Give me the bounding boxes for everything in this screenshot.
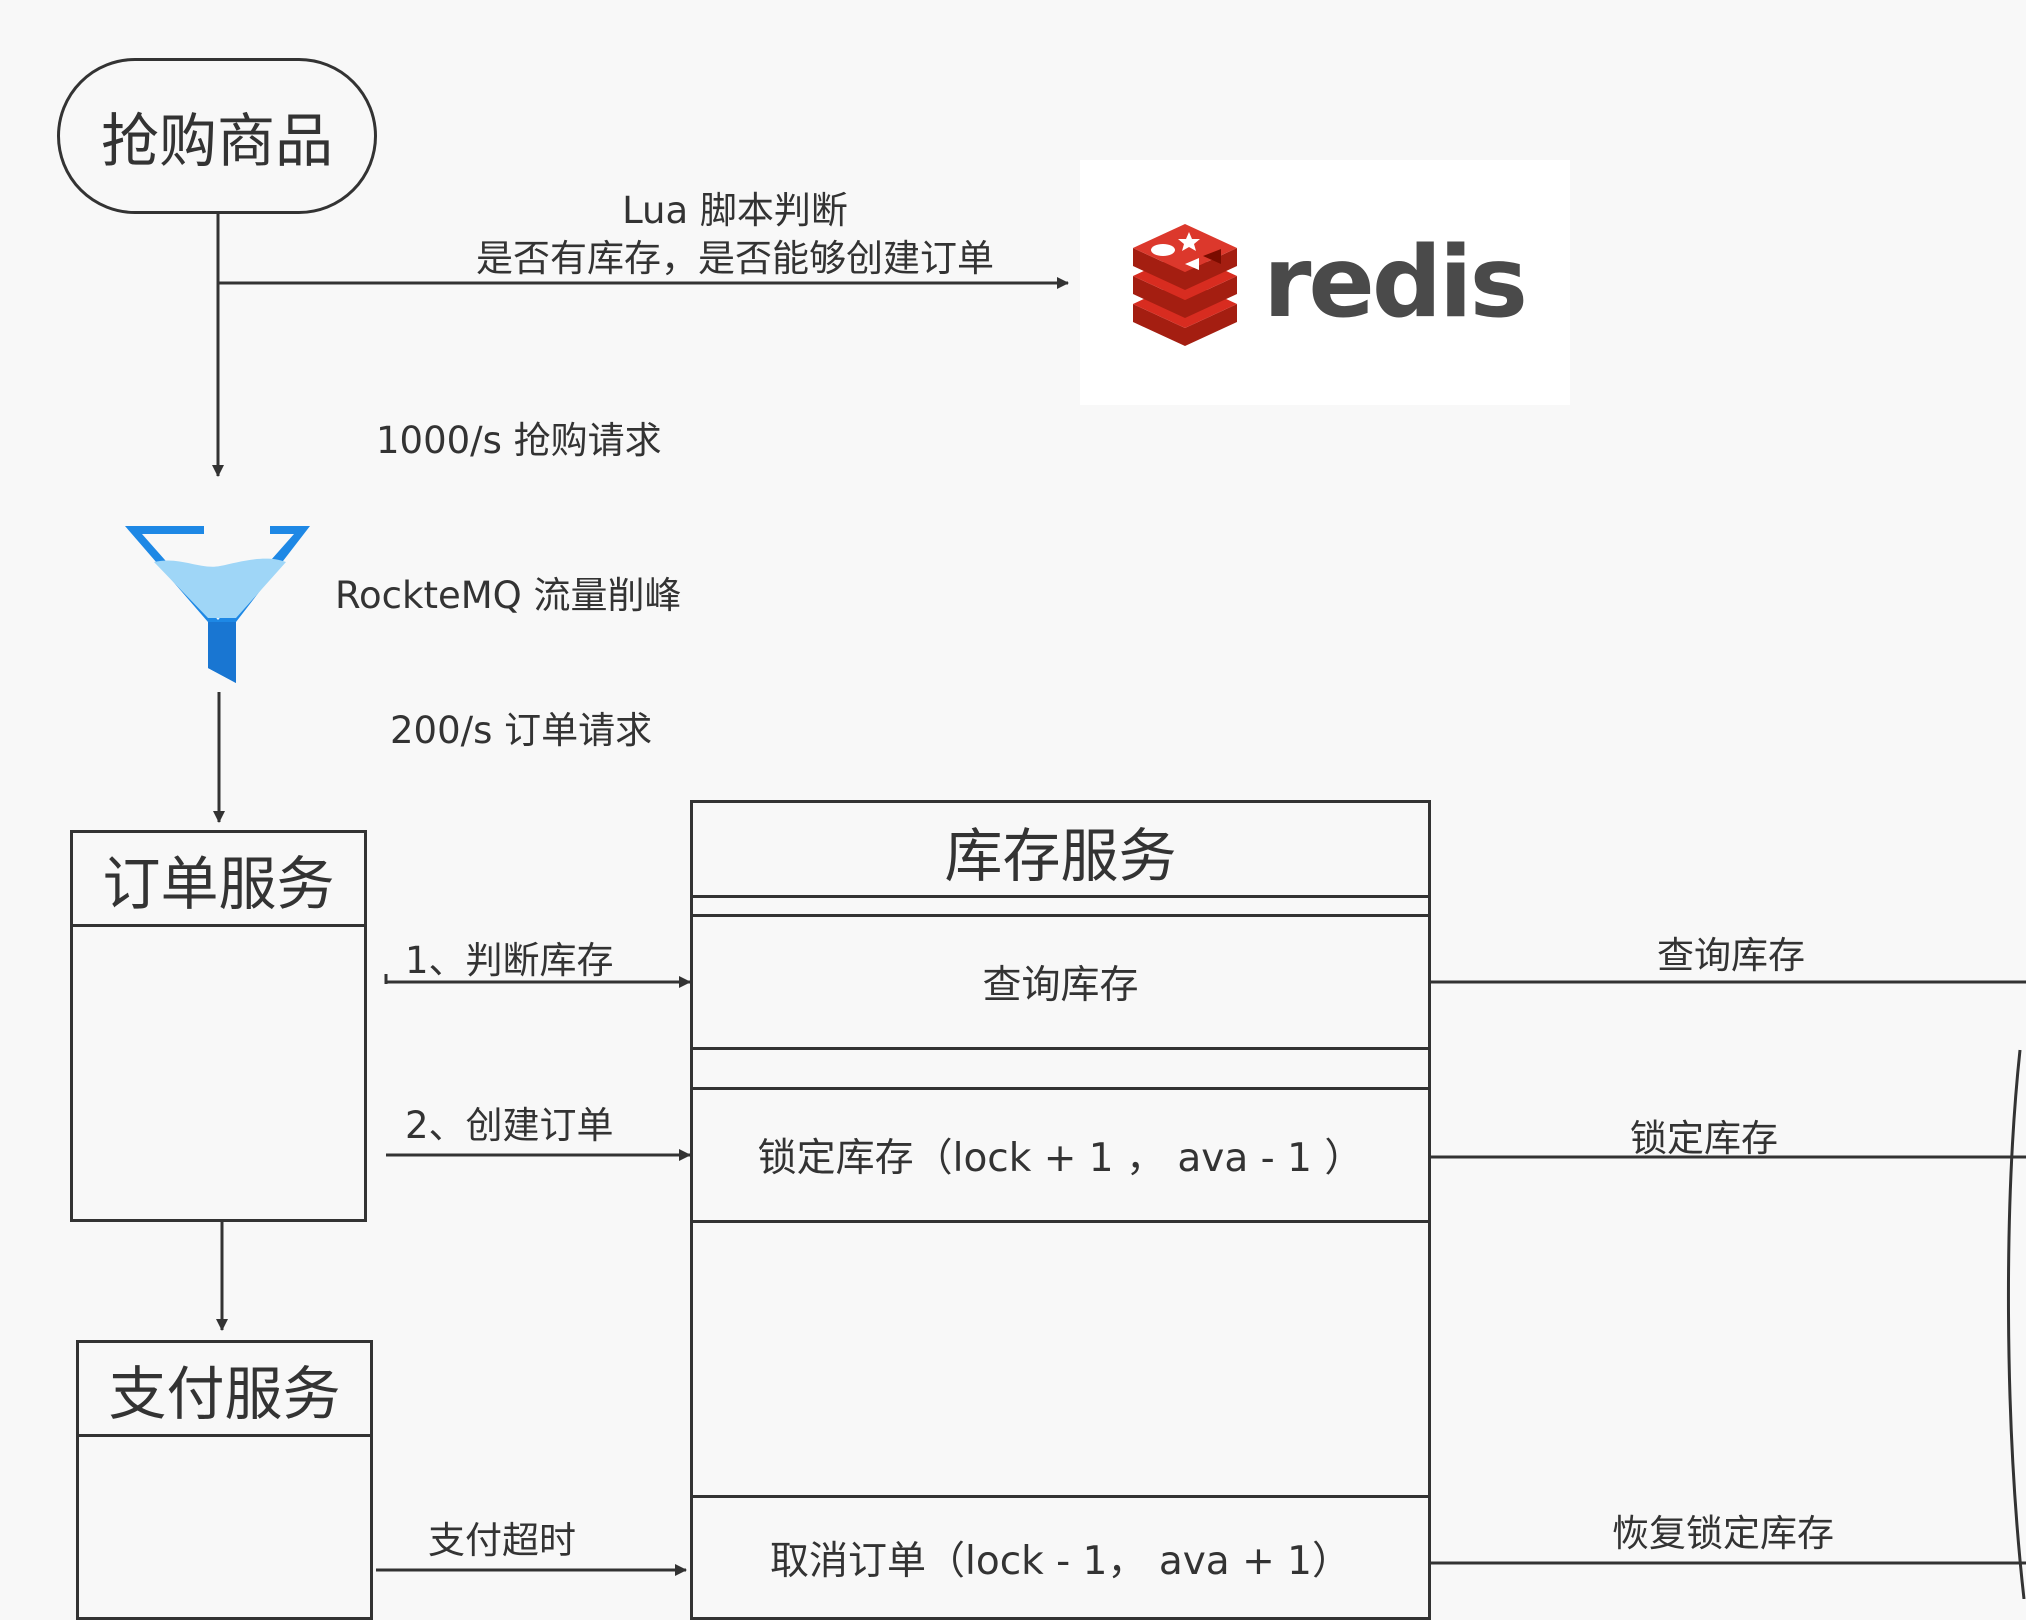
funnel-icon [125,526,310,683]
order-service-title: 订单服务 [73,833,364,927]
rate-out-label: 200/s 订单请求 [390,709,653,752]
inventory-row-cancel: 取消订单（lock - 1， ava + 1） [770,1539,1351,1584]
mq-label: RockteMQ 流量削峰 [335,574,682,617]
inventory-divider-4 [693,1087,1428,1090]
right-query-label: 查询库存 [1657,934,1805,977]
payment-service-title: 支付服务 [79,1343,370,1437]
inventory-divider-5 [693,1220,1428,1223]
redis-node: redis [1080,160,1570,405]
payment-service-node: 支付服务 [76,1340,373,1620]
step2-label: 2、创建订单 [405,1104,614,1147]
lua-label-line2: 是否有库存，是否能够创建订单 [476,237,994,280]
redis-wordmark: redis [1263,225,1528,340]
start-node-label: 抢购商品 [100,107,333,175]
timeout-label: 支付超时 [428,1519,576,1562]
rate-in-label: 1000/s 抢购请求 [376,419,662,462]
start-node: 抢购商品 [57,58,377,214]
inventory-row-lock: 锁定库存（lock + 1 ， ava - 1 ） [757,1136,1364,1181]
inventory-divider-2 [693,914,1428,917]
right-restore-label: 恢复锁定库存 [1612,1512,1834,1555]
inventory-divider-1 [693,895,1428,898]
inventory-divider-3 [693,1047,1428,1050]
inventory-row-query: 查询库存 [982,963,1139,1008]
order-service-node: 订单服务 [70,830,367,1222]
right-bracket-curve [2006,1049,2026,1599]
right-lock-label: 锁定库存 [1630,1117,1778,1160]
redis-logo-icon [1133,223,1238,346]
lua-label-line1: Lua 脚本判断 [622,189,848,232]
inventory-divider-6 [693,1495,1428,1498]
inventory-service-title: 库存服务 [944,821,1177,890]
step1-label: 1、判断库存 [405,939,614,982]
inventory-service-node: 库存服务 查询库存 锁定库存（lock + 1 ， ava - 1 ） 取消订单… [690,800,1431,1620]
